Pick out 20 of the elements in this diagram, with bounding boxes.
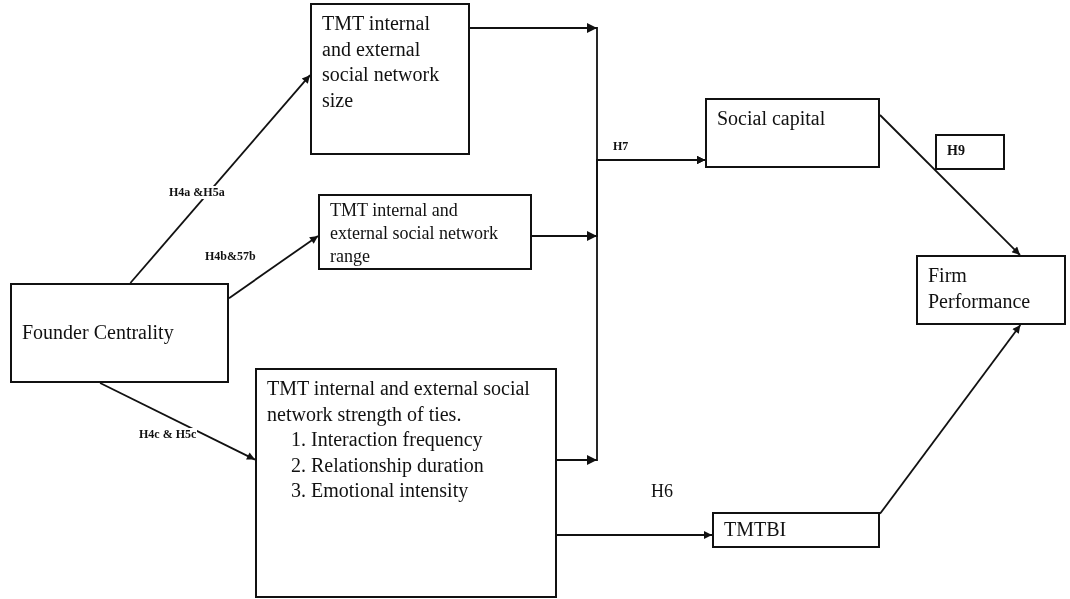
list-item: 2. Relationship duration xyxy=(293,452,485,479)
box-text: H9 xyxy=(947,142,966,160)
concept-box xyxy=(712,512,880,548)
concept-box xyxy=(318,194,532,270)
concept-box xyxy=(935,134,1005,170)
box-text: TMT internal and external social network range xyxy=(330,199,499,269)
concept-box xyxy=(10,283,229,383)
box-text: TMT internal and external social network size xyxy=(322,11,441,113)
box-text: TMTBI xyxy=(724,517,788,542)
box-text: TMT internal and external social network strength of ties. xyxy=(267,376,531,428)
box-text: Social capital xyxy=(717,106,827,132)
box-text: Founder Centrality xyxy=(22,320,175,346)
box-text: Firm Performance xyxy=(928,263,1032,314)
concept-box xyxy=(916,255,1066,325)
list-item: 3. Emotional intensity xyxy=(293,478,470,504)
list-item: 1. Interaction frequency xyxy=(293,427,484,453)
concept-box xyxy=(310,3,470,155)
concept-box xyxy=(705,98,880,168)
concept-box xyxy=(255,368,557,598)
edge-label: H4a &H5a xyxy=(168,186,226,200)
